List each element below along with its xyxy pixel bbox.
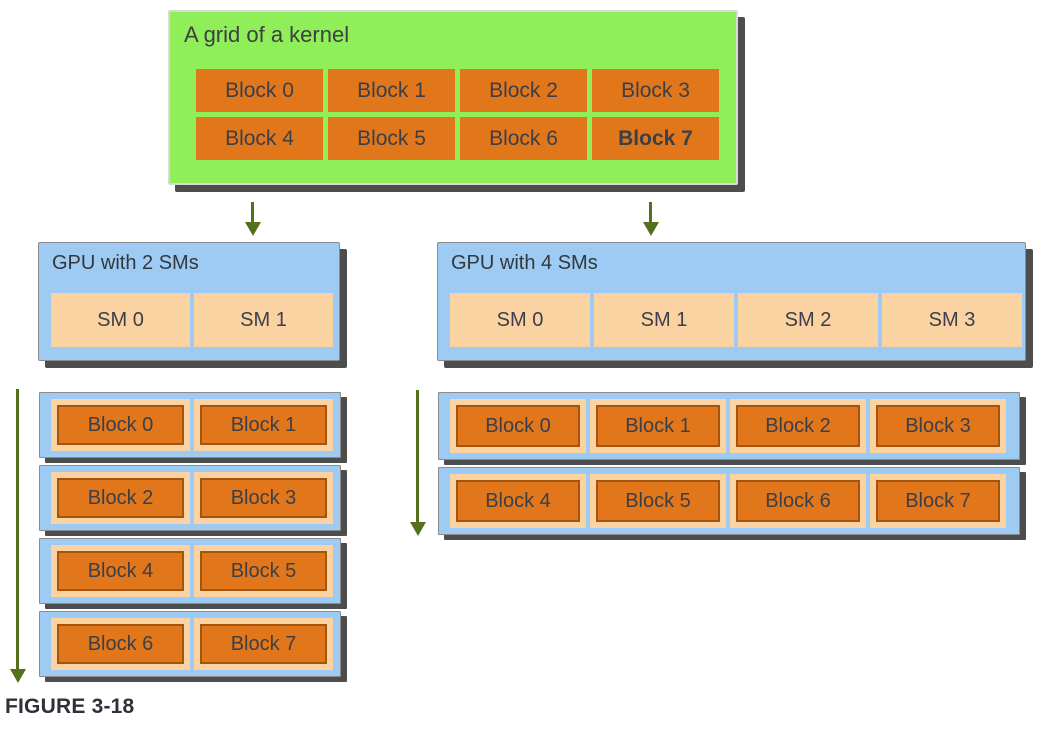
- sm-slot: Block 2: [51, 472, 190, 524]
- scheduled-block: Block 1: [596, 405, 720, 447]
- gpu-4sm-sm-row: SM 0 SM 1 SM 2 SM 3: [450, 293, 1022, 347]
- down-arrow-icon: [410, 390, 426, 536]
- arrow-head-icon: [10, 669, 26, 683]
- sm-slot: Block 3: [870, 399, 1006, 453]
- grid-block: Block 0: [196, 69, 323, 112]
- scheduled-block: Block 2: [57, 478, 184, 518]
- arrow-head-icon: [245, 222, 261, 236]
- grid-block: Block 5: [328, 117, 455, 160]
- sm-unit: SM 0: [450, 293, 590, 347]
- grid-block: Block 1: [328, 69, 455, 112]
- arrow-shaft: [416, 390, 419, 522]
- arrow-shaft: [649, 202, 652, 222]
- sm-slot: Block 4: [450, 474, 586, 528]
- arrow-shaft: [16, 389, 19, 669]
- sm-slot: Block 6: [730, 474, 866, 528]
- scheduled-block: Block 4: [456, 480, 580, 522]
- sm-slot: Block 0: [450, 399, 586, 453]
- down-arrow-icon: [245, 202, 261, 236]
- gpu-2sm-sm-row: SM 0 SM 1: [51, 293, 333, 347]
- down-arrow-icon: [643, 202, 659, 236]
- scheduled-block: Block 1: [200, 405, 327, 445]
- schedule-row: Block 0 Block 1 Block 2 Block 3: [438, 392, 1020, 460]
- scheduled-block: Block 7: [200, 624, 327, 664]
- scheduled-block: Block 2: [736, 405, 860, 447]
- grid-block-highlighted: Block 7: [592, 117, 719, 160]
- scheduled-block: Block 5: [200, 551, 327, 591]
- sm-unit: SM 3: [882, 293, 1022, 347]
- sm-slot: Block 6: [51, 618, 190, 670]
- arrow-shaft: [251, 202, 254, 222]
- sm-slot: Block 2: [730, 399, 866, 453]
- schedule-row: Block 0 Block 1: [39, 392, 341, 458]
- scheduled-block: Block 0: [57, 405, 184, 445]
- sm-slot: Block 1: [590, 399, 726, 453]
- schedule-row: Block 6 Block 7: [39, 611, 341, 677]
- kernel-grid-blocks: Block 0 Block 1 Block 2 Block 3 Block 4 …: [196, 69, 719, 160]
- sm-unit: SM 2: [738, 293, 878, 347]
- kernel-grid-box: A grid of a kernel Block 0 Block 1 Block…: [168, 10, 738, 185]
- sm-slot: Block 0: [51, 399, 190, 451]
- grid-block: Block 4: [196, 117, 323, 160]
- kernel-grid-title: A grid of a kernel: [184, 22, 350, 47]
- scheduled-block: Block 3: [200, 478, 327, 518]
- scheduled-block: Block 7: [876, 480, 1000, 522]
- gpu-4sm-box: GPU with 4 SMs SM 0 SM 1 SM 2 SM 3: [437, 242, 1026, 361]
- sm-unit: SM 0: [51, 293, 190, 347]
- arrow-head-icon: [643, 222, 659, 236]
- sm-slot: Block 1: [194, 399, 333, 451]
- scheduled-block: Block 0: [456, 405, 580, 447]
- grid-block: Block 3: [592, 69, 719, 112]
- schedule-row: Block 2 Block 3: [39, 465, 341, 531]
- down-arrow-icon: [10, 389, 26, 683]
- gpu-2sm-box: GPU with 2 SMs SM 0 SM 1: [38, 242, 340, 361]
- gpu-2sm-title: GPU with 2 SMs: [52, 252, 199, 274]
- schedule-row: Block 4 Block 5 Block 6 Block 7: [438, 467, 1020, 535]
- grid-block: Block 2: [460, 69, 587, 112]
- grid-block: Block 6: [460, 117, 587, 160]
- scheduled-block: Block 4: [57, 551, 184, 591]
- gpu-4sm-title: GPU with 4 SMs: [451, 252, 598, 274]
- sm-slot: Block 4: [51, 545, 190, 597]
- sm-slot: Block 7: [194, 618, 333, 670]
- sm-unit: SM 1: [594, 293, 734, 347]
- scheduled-block: Block 6: [736, 480, 860, 522]
- figure-caption: FIGURE 3-18: [5, 695, 135, 718]
- sm-unit: SM 1: [194, 293, 333, 347]
- scheduled-block: Block 5: [596, 480, 720, 522]
- schedule-row: Block 4 Block 5: [39, 538, 341, 604]
- sm-slot: Block 5: [590, 474, 726, 528]
- scheduled-block: Block 3: [876, 405, 1000, 447]
- sm-slot: Block 7: [870, 474, 1006, 528]
- arrow-head-icon: [410, 522, 426, 536]
- scheduled-block: Block 6: [57, 624, 184, 664]
- sm-slot: Block 3: [194, 472, 333, 524]
- sm-slot: Block 5: [194, 545, 333, 597]
